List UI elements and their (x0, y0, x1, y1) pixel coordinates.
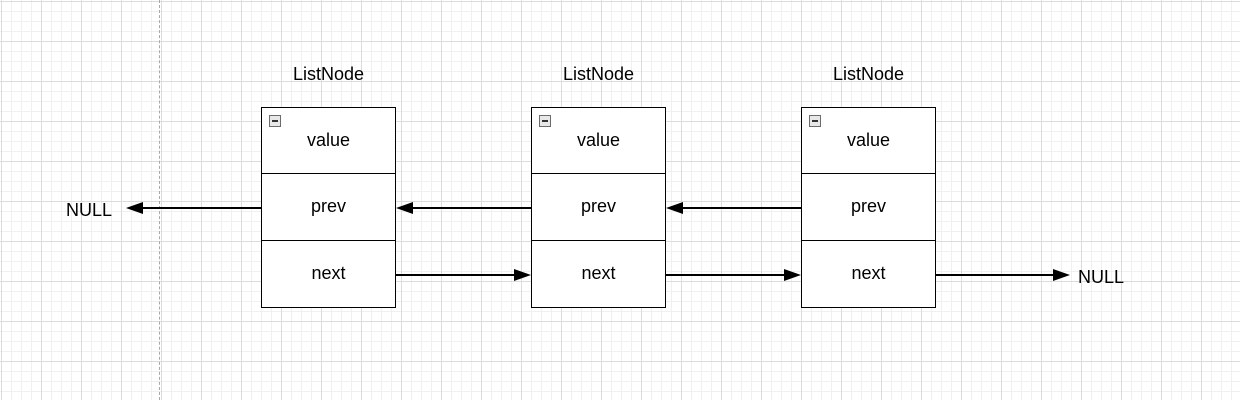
node-title: ListNode (292, 64, 365, 84)
field-prev[interactable]: prev (531, 172, 666, 241)
field-label: prev (580, 196, 616, 217)
list-node-2[interactable]: ListNode value prev next (531, 64, 666, 308)
prev-arrow-node1-to-null[interactable] (126, 202, 261, 214)
null-label-right: NULL (1078, 267, 1125, 287)
next-arrow-node3-to-null[interactable] (936, 269, 1070, 281)
field-label: value (846, 130, 891, 150)
field-next[interactable]: next (261, 239, 396, 308)
list-node-3[interactable]: ListNode value prev next (801, 64, 936, 308)
field-label: next (311, 263, 346, 284)
field-label: value (306, 130, 351, 150)
null-label-left: NULL (66, 200, 113, 220)
field-label: value (576, 130, 621, 150)
field-next[interactable]: next (801, 239, 936, 308)
list-node-1[interactable]: ListNode value prev next (261, 64, 396, 308)
field-prev[interactable]: prev (261, 172, 396, 241)
field-label: next (851, 263, 886, 284)
field-next[interactable]: next (531, 239, 666, 308)
prev-arrow-node2-to-node1[interactable] (396, 202, 531, 214)
field-value[interactable]: value (261, 107, 396, 174)
next-arrow-node2-to-node3[interactable] (666, 269, 801, 281)
prev-arrow-node3-to-node2[interactable] (666, 202, 801, 214)
field-value[interactable]: value (801, 107, 936, 174)
node-title: ListNode (562, 64, 635, 84)
collapse-icon[interactable] (269, 115, 281, 127)
field-label: next (581, 263, 616, 284)
next-arrow-node1-to-node2[interactable] (396, 269, 531, 281)
field-label: prev (310, 196, 346, 217)
collapse-icon[interactable] (539, 115, 551, 127)
field-label: prev (850, 196, 886, 217)
vertical-guide-line (159, 0, 160, 400)
collapse-icon[interactable] (809, 115, 821, 127)
node-title: ListNode (832, 64, 905, 84)
